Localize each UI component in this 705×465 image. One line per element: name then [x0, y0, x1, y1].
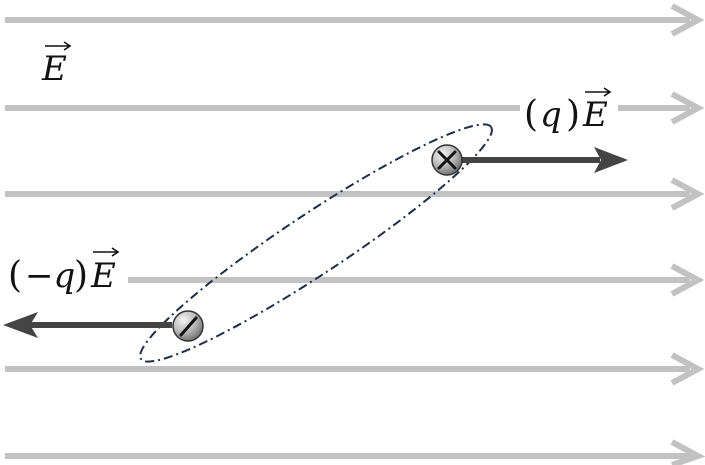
force-arrow-negative: [3, 312, 172, 338]
negative-charge: [172, 310, 204, 342]
close-paren-neg: ): [74, 255, 88, 296]
field-line-2: [5, 91, 705, 125]
minus-icon: [179, 316, 198, 337]
field-line-6: [5, 439, 705, 465]
field-line-3: [5, 177, 705, 211]
positive-E-text: E: [582, 95, 608, 135]
negative-force-label: ( −q ) E: [8, 247, 120, 296]
open-paren-neg: (: [8, 255, 22, 296]
close-paren: ): [566, 94, 580, 135]
dipole-outline: [139, 123, 493, 363]
field-lines: [5, 3, 705, 465]
negative-q-text: −q: [25, 256, 75, 296]
field-line-1: [5, 3, 705, 37]
negative-E-text: E: [90, 256, 116, 296]
force-arrow-positive: [458, 147, 628, 173]
field-line-4: [128, 263, 705, 297]
open-paren: (: [524, 94, 538, 135]
cross-icon: [437, 150, 457, 170]
field-label-text: E: [41, 49, 67, 89]
field-line-5: [5, 352, 705, 386]
positive-charge: [431, 144, 463, 176]
positive-force-label: ( q ) E: [520, 87, 618, 138]
field-label: E: [41, 41, 72, 89]
positive-q-text: q: [540, 95, 562, 135]
